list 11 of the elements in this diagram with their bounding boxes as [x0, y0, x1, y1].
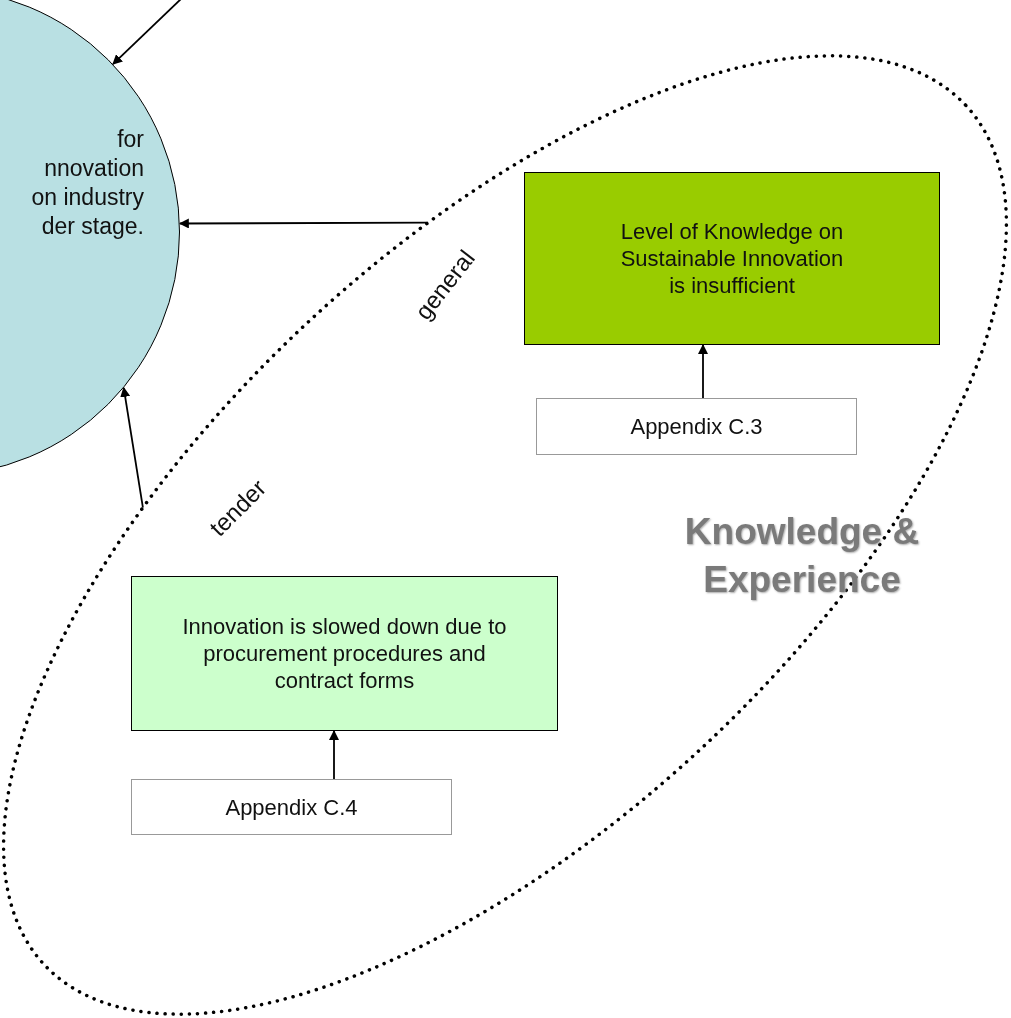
statement-box: Level of Knowledge on Sustainable Innovation is insufficient [524, 172, 940, 345]
group-title: Knowledge & Experience [683, 510, 921, 602]
reference-box: Appendix C.4 [131, 779, 452, 835]
arrow [178, 218, 429, 229]
arrow [120, 386, 144, 509]
arrow [112, 0, 183, 65]
reference-box: Appendix C.3 [536, 398, 857, 455]
arrow [698, 344, 708, 399]
arrow [329, 730, 339, 780]
statement-box: Innovation is slowed down due to procurement procedures and contract forms [131, 576, 558, 731]
circle-text: for nnovation on industry der stage. [30, 125, 144, 241]
